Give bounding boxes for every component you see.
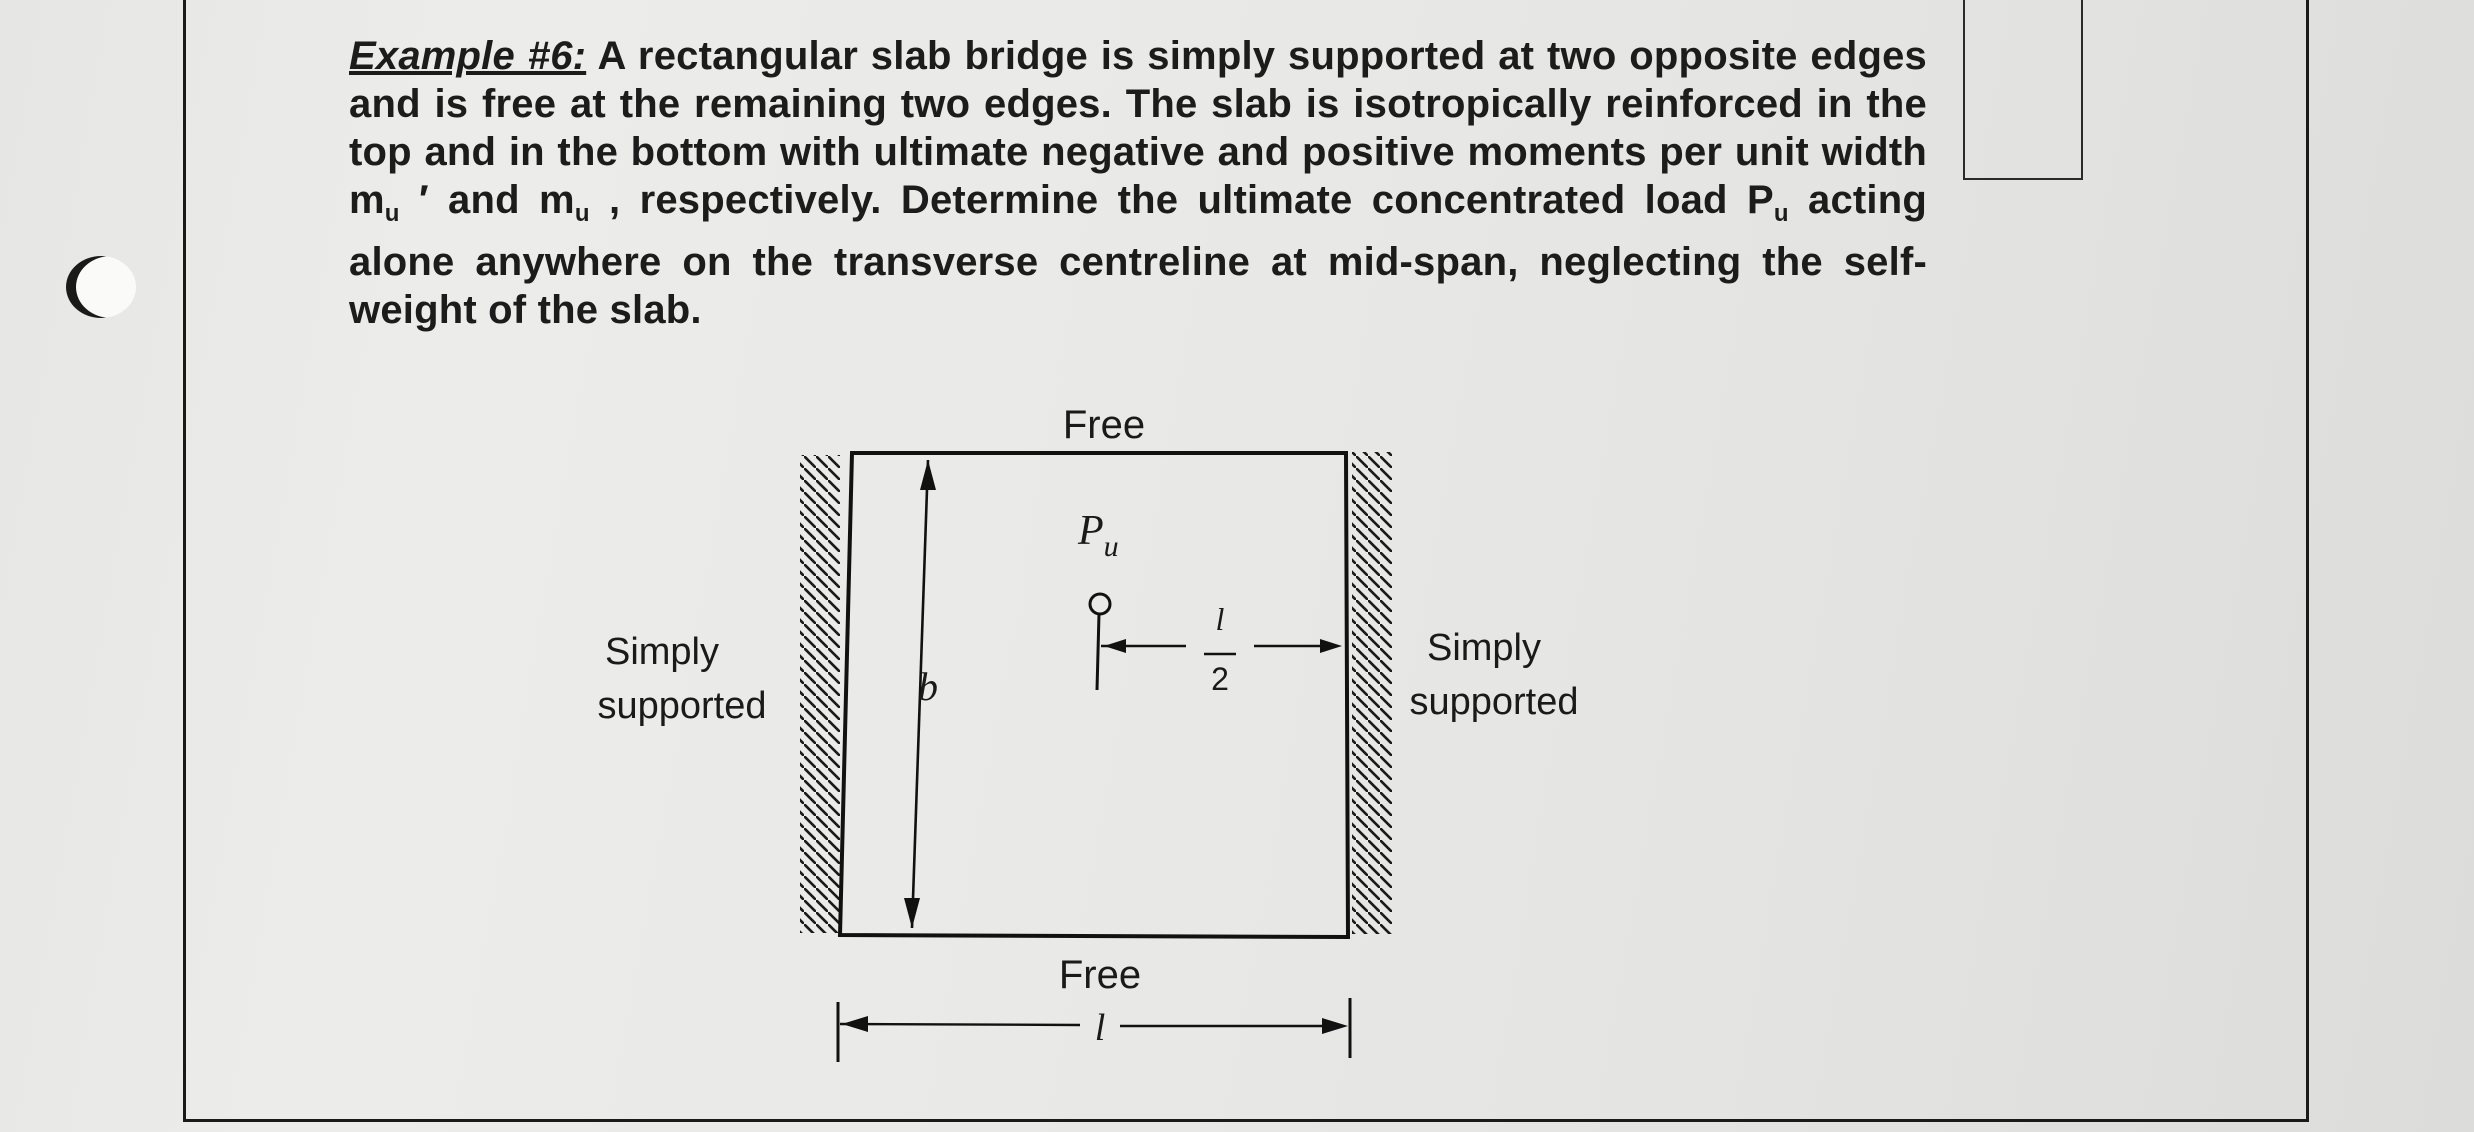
- half-span-numerator: l: [1216, 601, 1225, 637]
- half-span-arrow-left: [1104, 639, 1126, 653]
- problem-statement: Example #6: A rectangular slab bridge is…: [349, 32, 1927, 334]
- width-dimension-label: b: [918, 664, 938, 709]
- binder-hole: [66, 256, 136, 318]
- slab-outline: [837, 451, 1351, 940]
- load-symbol: P: [1077, 508, 1104, 554]
- load-label: Pu: [1077, 508, 1119, 563]
- span-arrow-right: [1322, 1018, 1348, 1034]
- subscript-u-2: u: [574, 200, 590, 227]
- problem-text-mid2: , respectively. Determine the ultimate c…: [589, 178, 1774, 222]
- left-edge-label-line1: Simply: [605, 631, 719, 673]
- problem-text-tail: acting alone anywhere on the transverse …: [349, 178, 1927, 332]
- subscript-u-1: u: [384, 200, 400, 227]
- page-frame: [183, 0, 2309, 1122]
- bottom-edge-label: Free: [1059, 953, 1141, 997]
- span-arrow-left: [842, 1016, 868, 1032]
- subscript-u-3: u: [1773, 200, 1789, 227]
- problem-text-mid1: ′ and m: [399, 178, 575, 222]
- b-arrow-bottom: [904, 898, 920, 928]
- left-edge-label-line2: supported: [597, 685, 766, 727]
- span-line-left: [839, 1022, 1081, 1027]
- load-stem-line: [1095, 613, 1101, 691]
- top-edge-label: Free: [1063, 403, 1145, 447]
- b-arrow-top: [920, 460, 936, 490]
- example-label: Example #6:: [349, 34, 587, 78]
- load-point-icon: [1088, 592, 1112, 616]
- right-edge-label-line1: Simply: [1427, 627, 1541, 669]
- right-edge-label-line2: supported: [1409, 681, 1578, 723]
- left-support-hatch: [800, 455, 840, 933]
- corner-answer-box: [1963, 0, 2083, 180]
- load-subscript: u: [1104, 530, 1119, 563]
- span-dimension-label: l: [1095, 1007, 1106, 1049]
- half-span-arrow-right: [1320, 639, 1342, 653]
- b-dimension-line: [910, 459, 930, 929]
- right-support-hatch: [1352, 452, 1392, 934]
- problem-text-lead: A rectangular slab bridge is simply supp…: [349, 34, 1927, 222]
- half-span-denominator: 2: [1211, 661, 1229, 697]
